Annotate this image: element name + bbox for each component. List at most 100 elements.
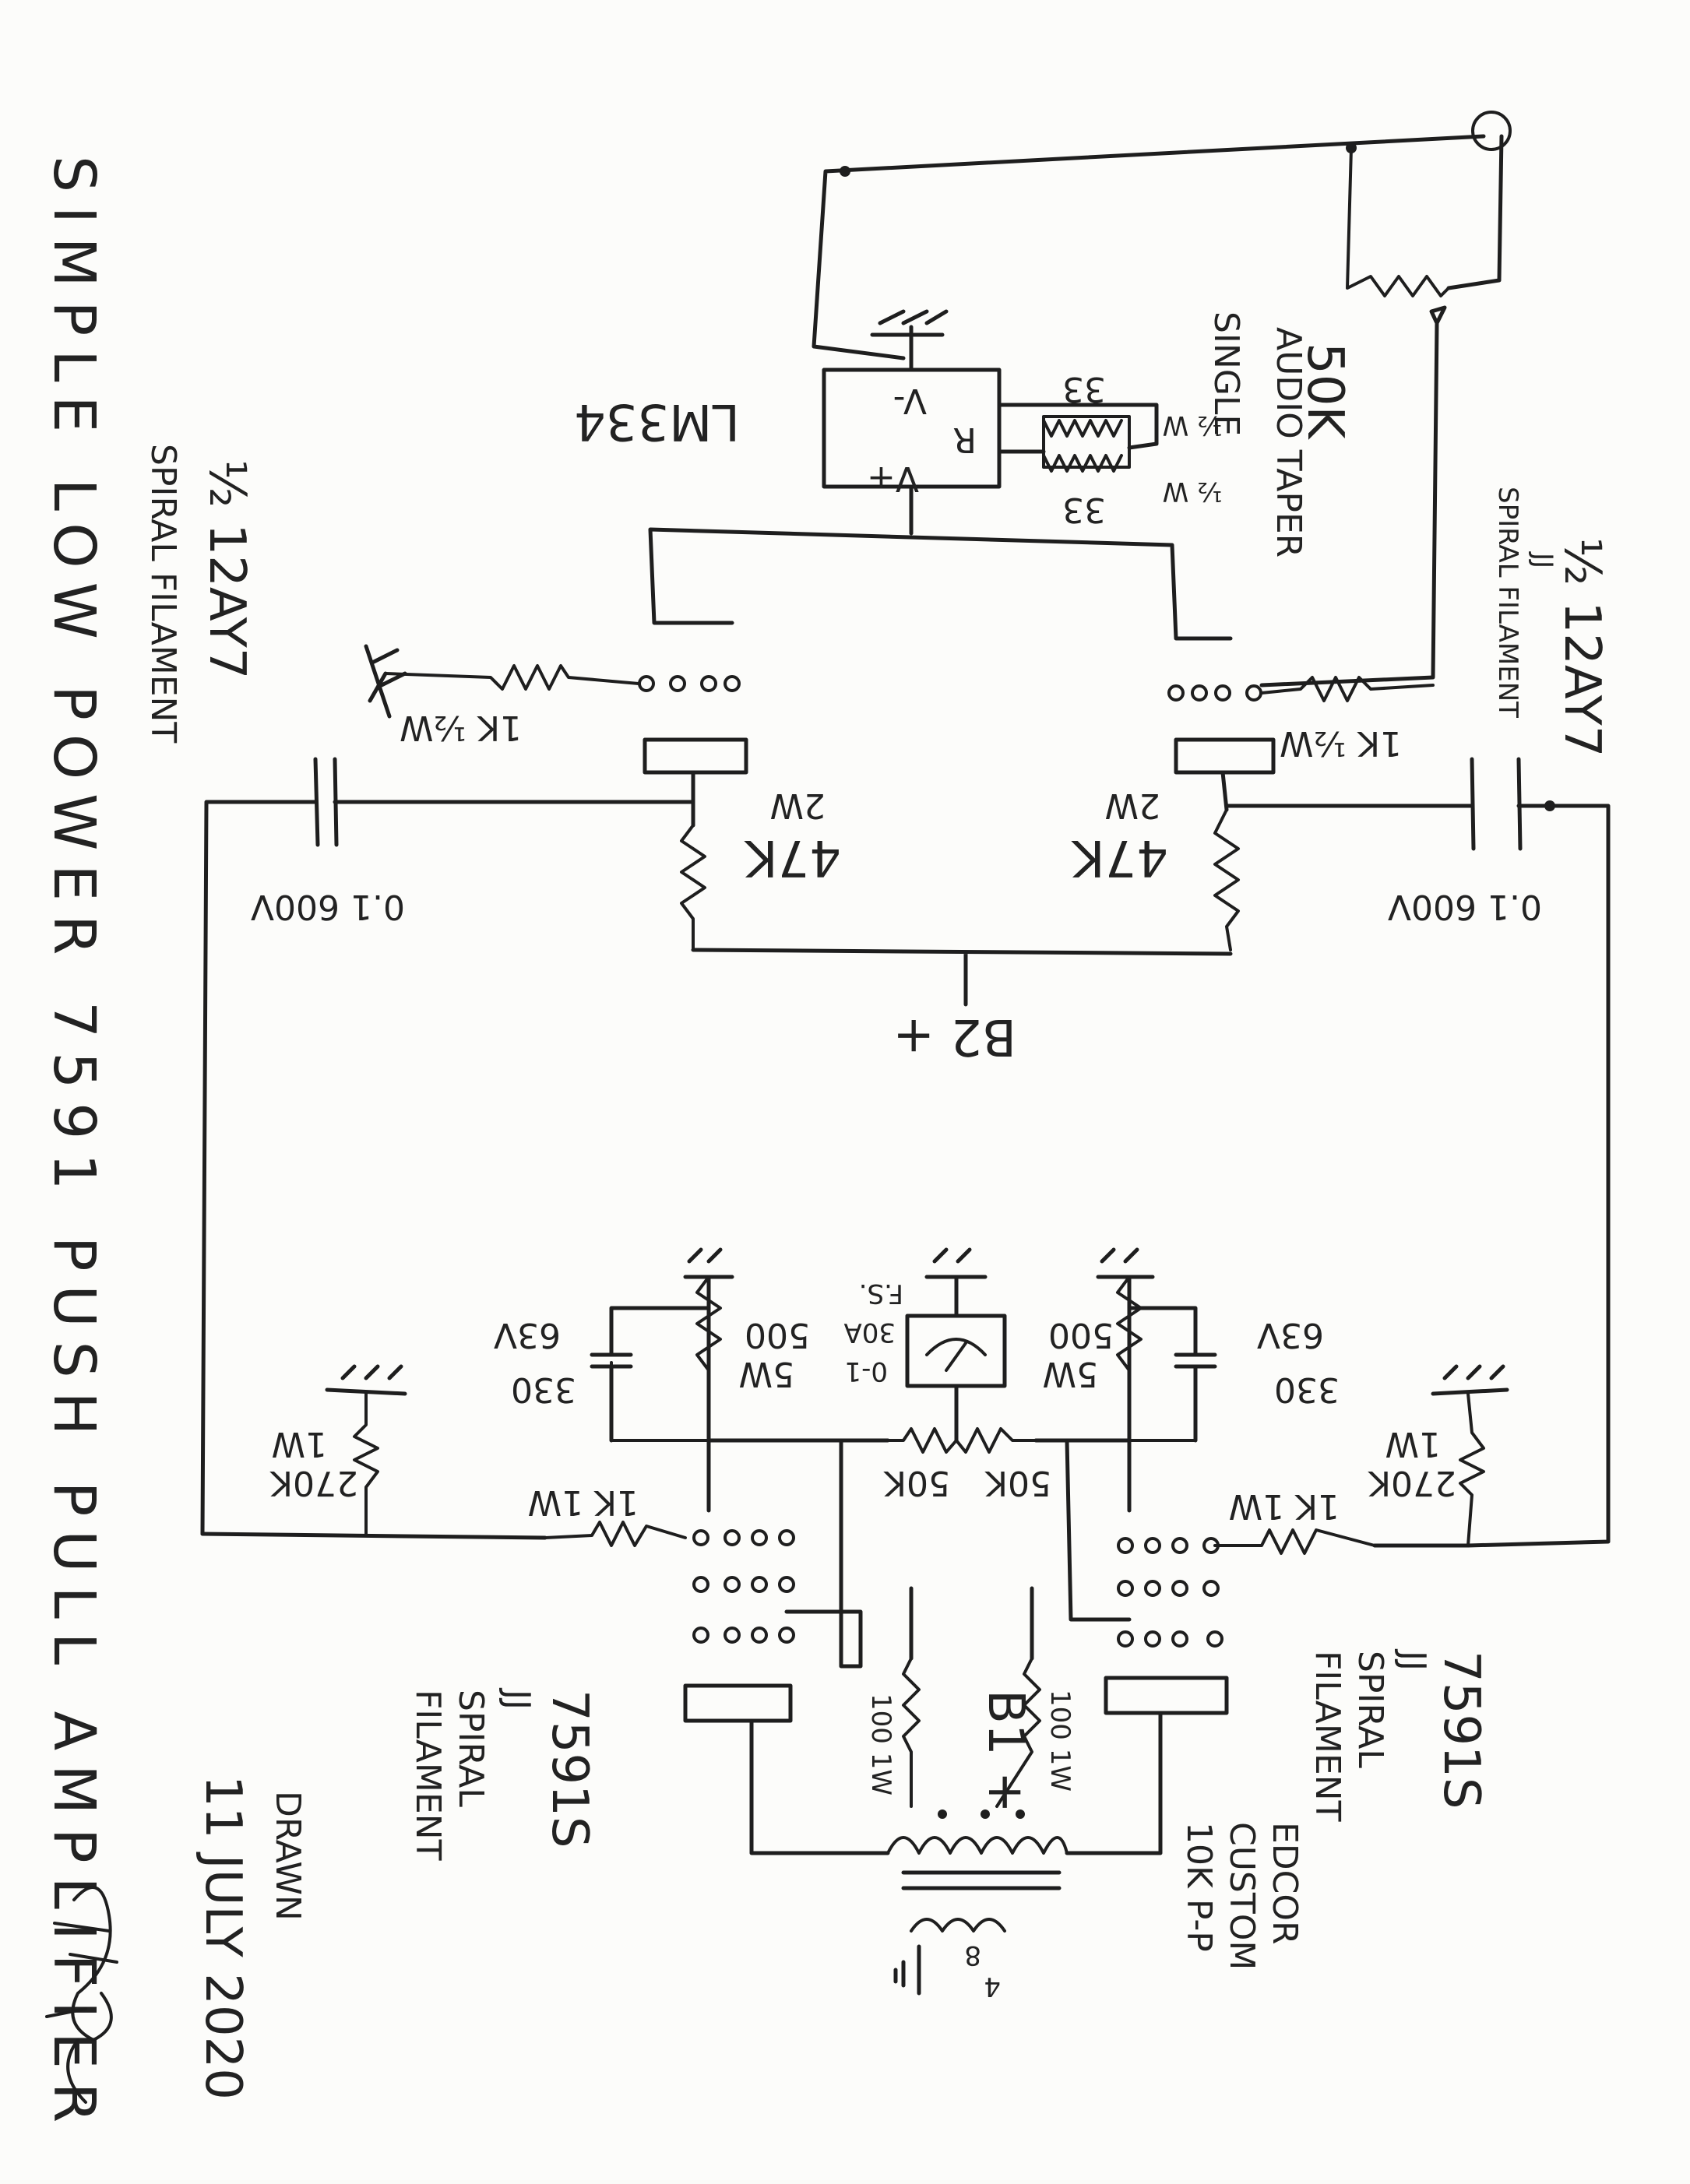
ic-resistor-33b-zig (1042, 454, 1123, 473)
grid-resistor-right (1260, 676, 1435, 702)
cathode-resistor-right (1116, 1275, 1197, 1442)
b1-label: B1 + (977, 1690, 1034, 1813)
pot-value: 50K (1296, 343, 1354, 440)
screen-resistor-right-label: 100 1W (1044, 1690, 1076, 1792)
grid-leak-left-watt: 1W (272, 1424, 328, 1464)
plate-resistor-left (680, 824, 706, 951)
grid-leak-left (353, 1392, 379, 1535)
cathode-cap-right-volt: 63V (1257, 1315, 1324, 1355)
balance-resistors (886, 1427, 1037, 1454)
ground-symbol-leak-right (1431, 1364, 1509, 1396)
ground-symbol-cathode-left (609, 1247, 734, 1318)
tube-12ay7-left-pins (638, 675, 748, 775)
ic-pin-vminus: V- (893, 381, 927, 420)
drawn-date: 11 JULY 2020 (194, 1775, 252, 2100)
schematic-title: SIMPLE LOW POWER 7591 PUSH PULL AMPLIFIE… (40, 156, 107, 2137)
drawn-label: DRAWN (268, 1791, 308, 1921)
screen-resistor-right (995, 1657, 1041, 1808)
signature (45, 1886, 118, 2104)
grid-resistor-left-label: 1K ½W (400, 708, 522, 747)
grid-leak-left-value: 270K (269, 1463, 358, 1503)
b2-rail (691, 948, 1233, 1007)
tube-7591-right-note1: JJ (1393, 1648, 1433, 1671)
transformer-primary (886, 1836, 1069, 1855)
transformer-label-impedance: 10K P-P (1179, 1822, 1219, 1952)
cathode-cap-left-value: 330 (511, 1370, 576, 1409)
meter-scale: F.S. (859, 1278, 903, 1309)
ground-symbol-meter (924, 1247, 988, 1318)
ic-resistor-33b-label: 33 (1062, 490, 1106, 529)
coupling-cap-left-label: 0.1 600V (251, 887, 405, 927)
b2-label: B2 + (893, 1008, 1016, 1065)
coupling-wire-left (200, 800, 695, 1536)
grid-stopper-left (544, 1521, 687, 1547)
coupling-cap-right-label: 0.1 600V (1388, 887, 1542, 927)
pot-desc-single: SINGLE (1206, 311, 1246, 436)
screen-resistor-left-label: 100 1W (865, 1693, 896, 1795)
bias-meter (905, 1314, 1007, 1388)
tube-7591-right-note3: FILAMENT (1308, 1651, 1347, 1822)
jack-wire (1446, 134, 1504, 290)
ground-symbol-leak-left (325, 1364, 407, 1396)
grid-leak-right (1459, 1392, 1485, 1547)
ground-symbol-ic (870, 309, 949, 372)
volume-pot (1346, 146, 1450, 297)
cathode-resistor-left-value: 500 (745, 1315, 810, 1355)
cathode-cap-left-volt: 63V (494, 1315, 561, 1355)
transformer-label-edcor: EDCOR (1265, 1822, 1304, 1945)
meter-range: 0-1 (844, 1356, 888, 1387)
plate-resistor-right-watt: 2W (1105, 786, 1161, 825)
speaker-tap-8: 8 (964, 1940, 981, 1971)
ground-symbol-secondary (893, 1944, 921, 1996)
ground-symbol-grid-left (364, 644, 407, 719)
tube-12ay7-left-name: ½ 12AY7 (198, 459, 255, 679)
coupling-cap-right (1470, 757, 1523, 851)
grid-leak-right-value: 270K (1368, 1463, 1456, 1503)
ic-resistor-33a-label: 33 (1062, 369, 1106, 409)
transformer-core (901, 1870, 1062, 1890)
tube-7591-right-pins (1104, 1537, 1229, 1715)
pot-wiper-wire (1259, 305, 1447, 688)
grid-leak-right-watt: 1W (1385, 1424, 1442, 1464)
cathode-cap-left (590, 1314, 633, 1443)
tube-7591-right-name: 7591S (1432, 1651, 1490, 1809)
cathode-cap-right-value: 330 (1274, 1370, 1340, 1409)
tube-12ay7-right-name: ½ 12AY7 (1553, 537, 1611, 757)
balance-resistor-right-label: 50K (984, 1463, 1051, 1503)
cathode-feed-wire (648, 484, 1233, 641)
transformer-primary-wires (749, 1711, 1163, 1855)
screen-resistor-left (902, 1657, 921, 1808)
cathode-cap-right (1174, 1314, 1217, 1443)
cathode-resistor-right-value: 500 (1048, 1315, 1114, 1355)
screen-wires (784, 1438, 1132, 1669)
screen-leads (909, 1586, 1034, 1661)
pot-desc-taper: AUDIO TAPER (1269, 327, 1308, 557)
transformer-secondary (910, 1918, 1006, 1933)
plate-resistor-right (1213, 808, 1240, 951)
grid-stopper-right (1213, 1528, 1376, 1555)
input-wire (812, 134, 1486, 360)
tube-12ay7-left-note: SPIRAL FILAMENT (143, 444, 183, 743)
tube-7591-left-note3: FILAMENT (408, 1690, 448, 1861)
tube-7591-right-note2: SPIRAL (1350, 1651, 1390, 1768)
coupling-wire-right (1224, 804, 1611, 1548)
ic-resistor-w1: ½ W (1163, 410, 1223, 441)
grid-resistor-right-label: 1K ½W (1280, 723, 1402, 763)
balance-wire (706, 1384, 1132, 1443)
coupling-cap-left (313, 757, 339, 847)
speaker-tap-4: 4 (984, 1971, 1001, 2002)
ic-r-wire-top (997, 403, 1159, 450)
grid-stopper-right-label: 1K 1W (1229, 1486, 1340, 1526)
tube-7591-left-note2: SPIRAL (451, 1690, 491, 1807)
tube-7591-left-note1: JJ (498, 1687, 537, 1710)
transformer-label-custom: CUSTOM (1222, 1822, 1262, 1970)
meter-unit: 30A (843, 1317, 896, 1348)
plate-wire-right (1220, 770, 1229, 812)
cathode-resistor-right-watt: 5W (1043, 1354, 1099, 1394)
balance-resistor-left-label: 50K (883, 1463, 950, 1503)
tube-12ay7-right-note2: SPIRAL FILAMENT (1492, 487, 1523, 718)
ic-label: LM334 (574, 392, 740, 450)
plate-resistor-left-value: 47K (744, 828, 841, 886)
